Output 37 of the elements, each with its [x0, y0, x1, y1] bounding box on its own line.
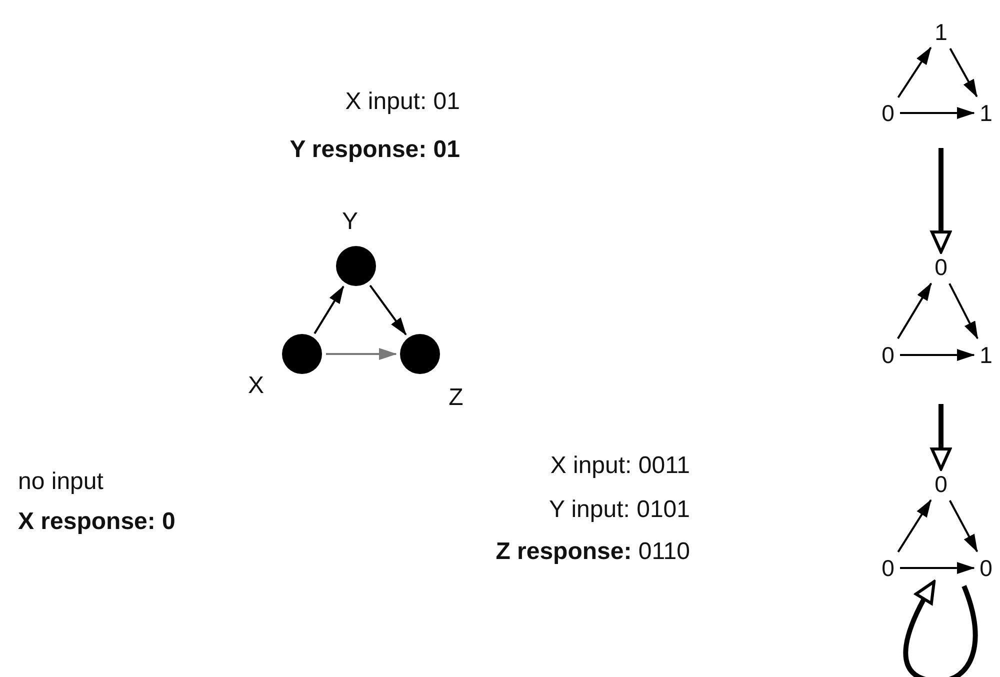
arrow	[900, 562, 975, 574]
state-value: 0	[880, 100, 896, 126]
node-label: X	[248, 373, 264, 399]
node-dot	[282, 334, 322, 374]
node-dot	[336, 246, 376, 286]
state-value: 0	[880, 555, 896, 581]
arrow	[930, 148, 952, 254]
state-value: 0	[933, 254, 949, 280]
arrow	[949, 48, 978, 98]
state-value: 1	[978, 342, 994, 368]
state-value: 0	[880, 342, 896, 368]
arrow	[903, 580, 978, 677]
state-value: 1	[978, 100, 994, 126]
arrow	[314, 286, 344, 334]
arrow	[900, 349, 975, 361]
arrow	[948, 283, 978, 340]
arrow	[948, 500, 978, 552]
arrow	[326, 348, 397, 360]
arrow	[897, 46, 932, 98]
state-value: 1	[933, 19, 949, 45]
arrow	[900, 107, 975, 119]
annotation: X input: 0011	[550, 452, 690, 480]
arrow	[897, 282, 932, 340]
annotation: no input	[18, 468, 104, 496]
annotation: X input: 01	[345, 88, 460, 116]
arrow	[369, 284, 407, 336]
state-value: 0	[933, 471, 949, 497]
arrow	[897, 499, 932, 552]
node-dot	[400, 334, 440, 374]
node-label: Z	[448, 385, 464, 411]
annotation: Y input: 0101	[548, 496, 690, 524]
state-value: 0	[978, 555, 994, 581]
arrow	[930, 404, 952, 470]
annotation: Z response: 0110	[496, 538, 690, 566]
annotation: X response: 0	[18, 508, 176, 536]
node-label: Y	[342, 209, 358, 235]
annotation: Y response: 01	[290, 136, 460, 164]
